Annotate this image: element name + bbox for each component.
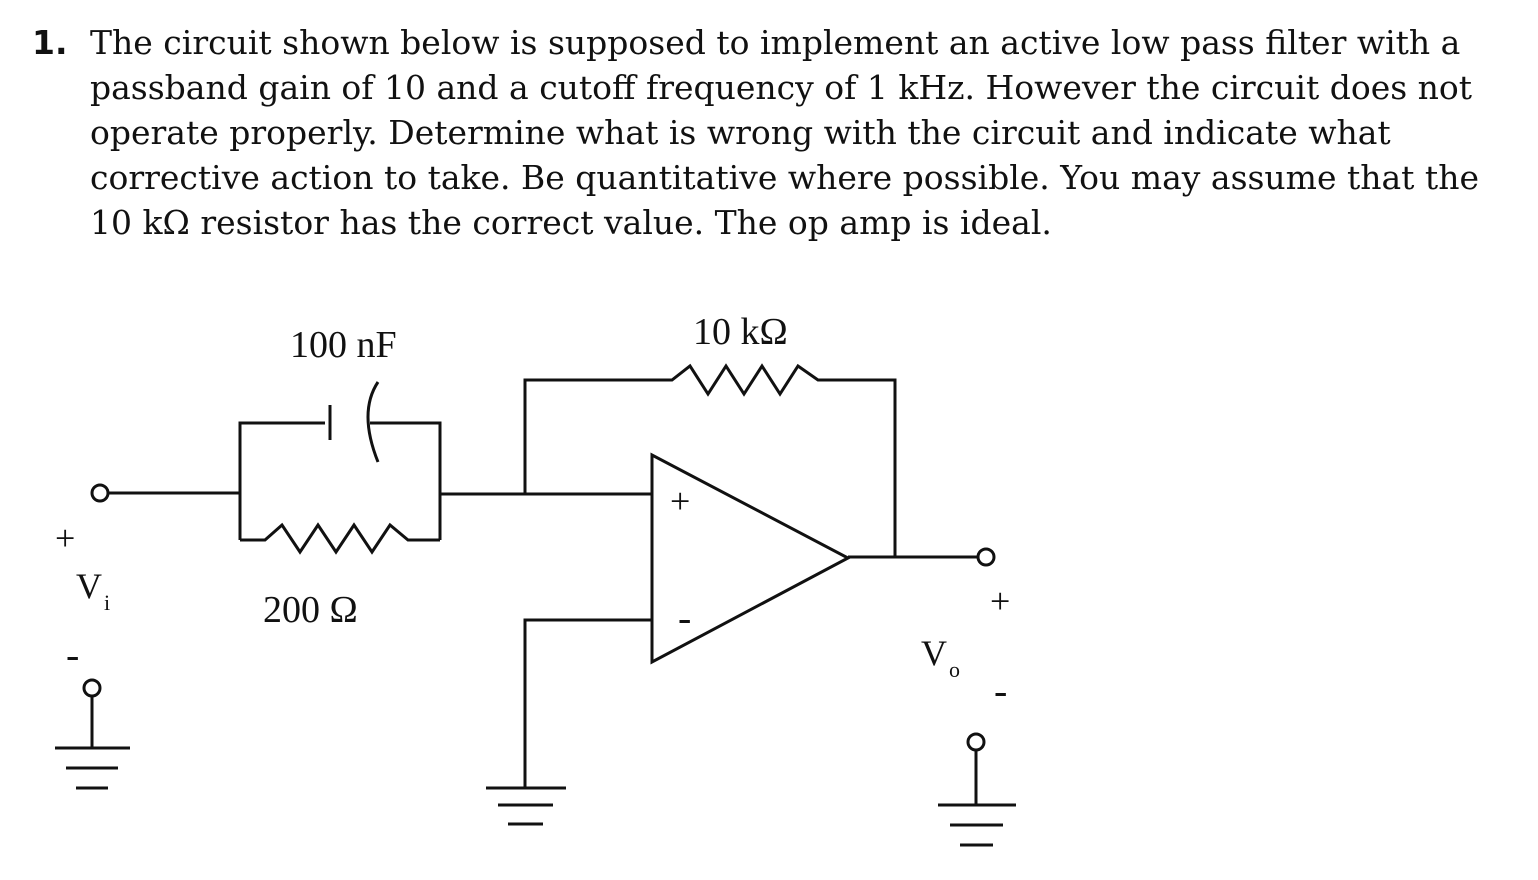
opamp-minus-sign: - bbox=[678, 595, 691, 640]
input-voltage-label: Vi bbox=[76, 566, 110, 615]
inverting-input-wire bbox=[523, 618, 652, 788]
problem-number: 1. bbox=[32, 23, 68, 62]
opamp-plus-sign: + bbox=[670, 481, 690, 521]
problem-statement: 1. The circuit shown below is supposed t… bbox=[32, 20, 1512, 245]
ground-symbol-opamp bbox=[486, 786, 566, 826]
output-plus-sign: + bbox=[990, 581, 1010, 621]
op-amp bbox=[650, 452, 852, 665]
capacitor-plate-curved bbox=[366, 381, 380, 463]
output-terminal-top bbox=[976, 547, 996, 567]
rc-left-rail bbox=[238, 421, 325, 540]
problem-text: The circuit shown below is supposed to i… bbox=[90, 23, 1479, 242]
output-voltage-label: Vo bbox=[921, 633, 960, 682]
input-terminal-top bbox=[90, 483, 110, 503]
ground-symbol-input bbox=[55, 746, 130, 790]
input-plus-sign: + bbox=[55, 518, 75, 558]
output-minus-sign: - bbox=[994, 668, 1007, 713]
capacitor-label: 100 nF bbox=[290, 324, 397, 366]
ground-symbol-output bbox=[938, 803, 1016, 847]
feedback-left-wire bbox=[523, 378, 648, 494]
output-terminal-bottom bbox=[966, 732, 986, 752]
feedback-resistor-label: 10 kΩ bbox=[693, 311, 788, 353]
rc-right-rail bbox=[370, 421, 442, 540]
input-terminal-bottom bbox=[82, 678, 102, 698]
input-resistor-label: 200 Ω bbox=[263, 589, 358, 631]
input-minus-sign: - bbox=[66, 632, 79, 677]
feedback-resistor bbox=[648, 363, 897, 556]
input-resistor bbox=[240, 522, 440, 555]
